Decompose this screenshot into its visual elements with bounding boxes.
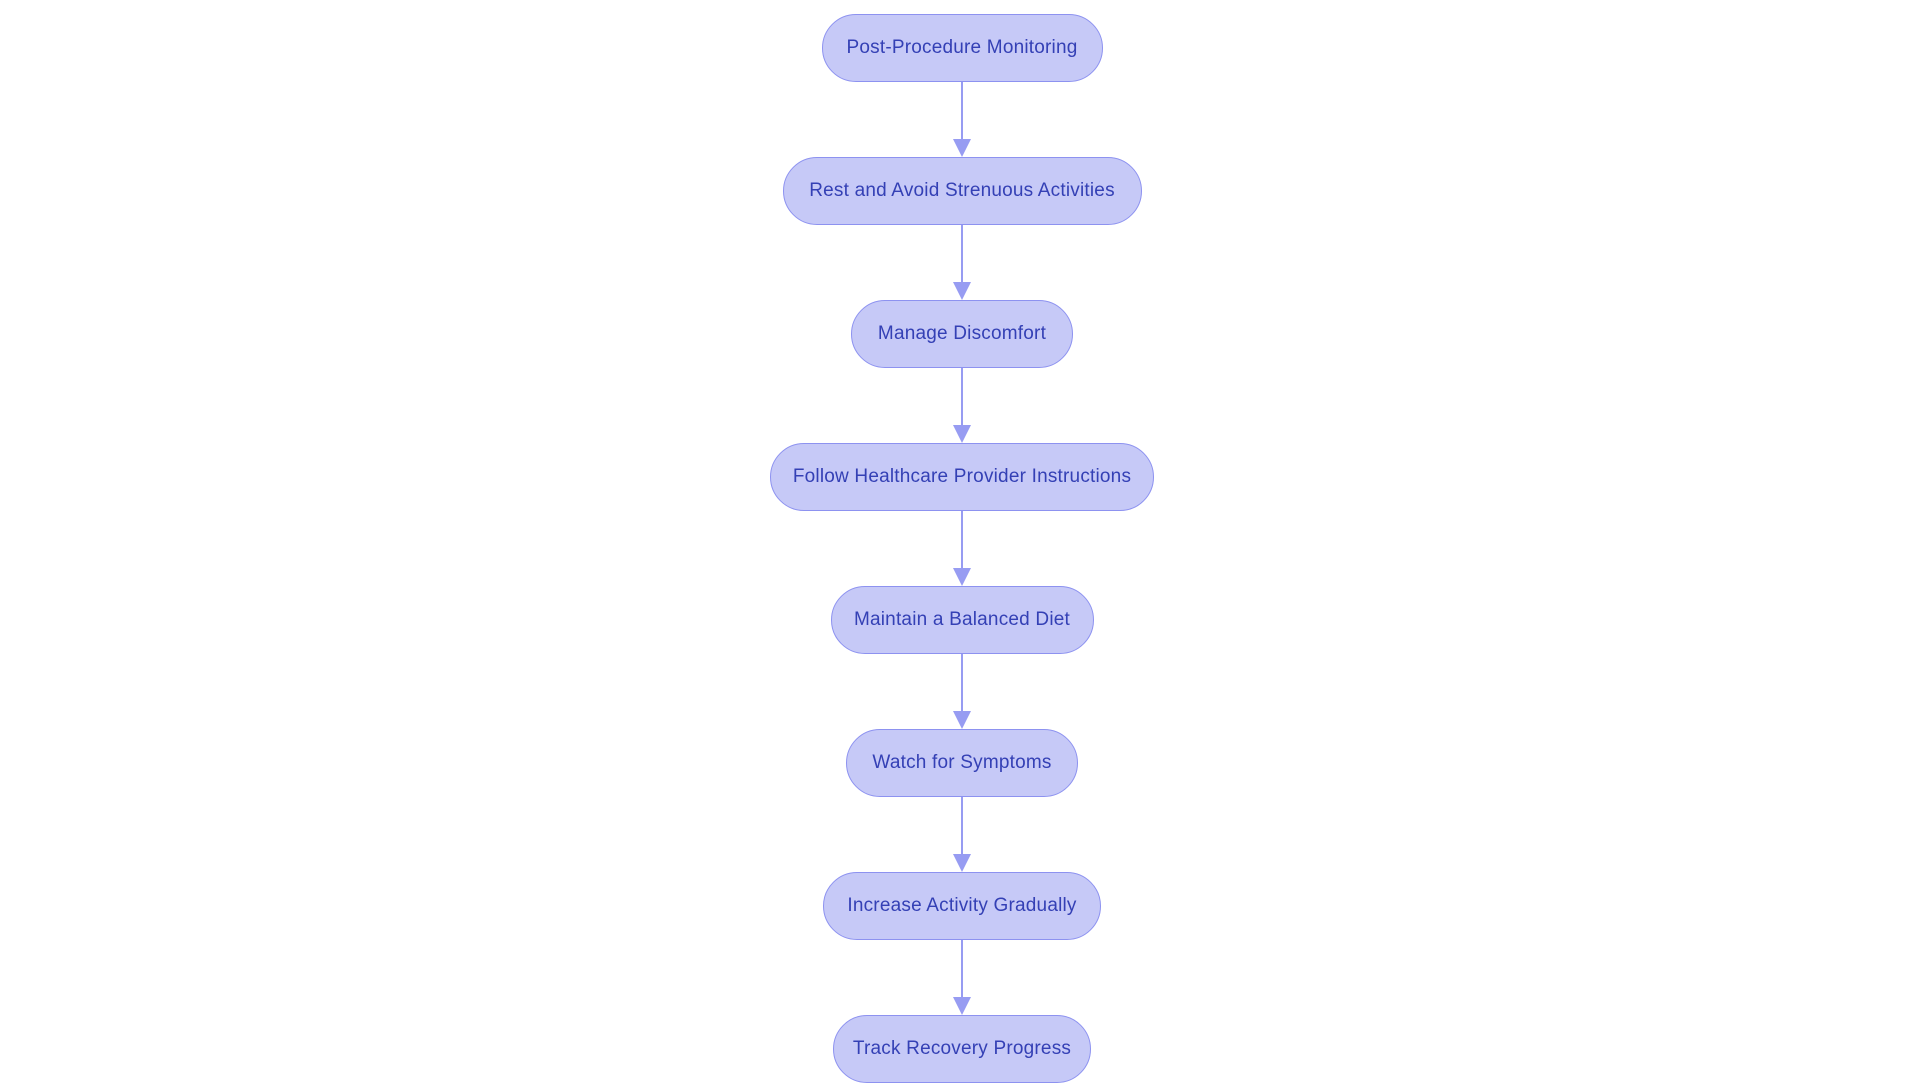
flow-node-label: Maintain a Balanced Diet (853, 609, 1071, 630)
flow-node-label: Post-Procedure Monitoring (846, 37, 1078, 58)
down-arrow-icon (953, 82, 971, 157)
flow-node-label: Rest and Avoid Strenuous Activities (809, 180, 1115, 201)
flow-node-n8: Track Recovery Progress (833, 1015, 1091, 1083)
flow-node-n5: Maintain a Balanced Diet (830, 586, 1094, 654)
down-arrow-icon (953, 940, 971, 1015)
down-arrow-icon (953, 797, 971, 872)
flow-node-label: Increase Activity Gradually (847, 895, 1077, 916)
flow-node-label: Track Recovery Progress (852, 1038, 1072, 1059)
down-arrow-icon (953, 511, 971, 586)
flow-node-n6: Watch for Symptoms (846, 729, 1078, 797)
down-arrow-icon (953, 225, 971, 300)
down-arrow-icon (953, 368, 971, 443)
flow-node-label: Manage Discomfort (877, 323, 1047, 344)
flow-node-n7: Increase Activity Gradually (823, 872, 1101, 940)
flow-node-n1: Post-Procedure Monitoring (821, 14, 1103, 82)
flow-node-label: Follow Healthcare Provider Instructions (792, 466, 1132, 487)
flow-node-n4: Follow Healthcare Provider Instructions (770, 443, 1154, 511)
flow-node-n2: Rest and Avoid Strenuous Activities (782, 157, 1142, 225)
flowchart: Post-Procedure Monitoring Rest and Avoid… (2, 14, 1920, 1083)
flow-node-n3: Manage Discomfort (851, 300, 1073, 368)
flow-node-label: Watch for Symptoms (872, 752, 1052, 773)
down-arrow-icon (953, 654, 971, 729)
